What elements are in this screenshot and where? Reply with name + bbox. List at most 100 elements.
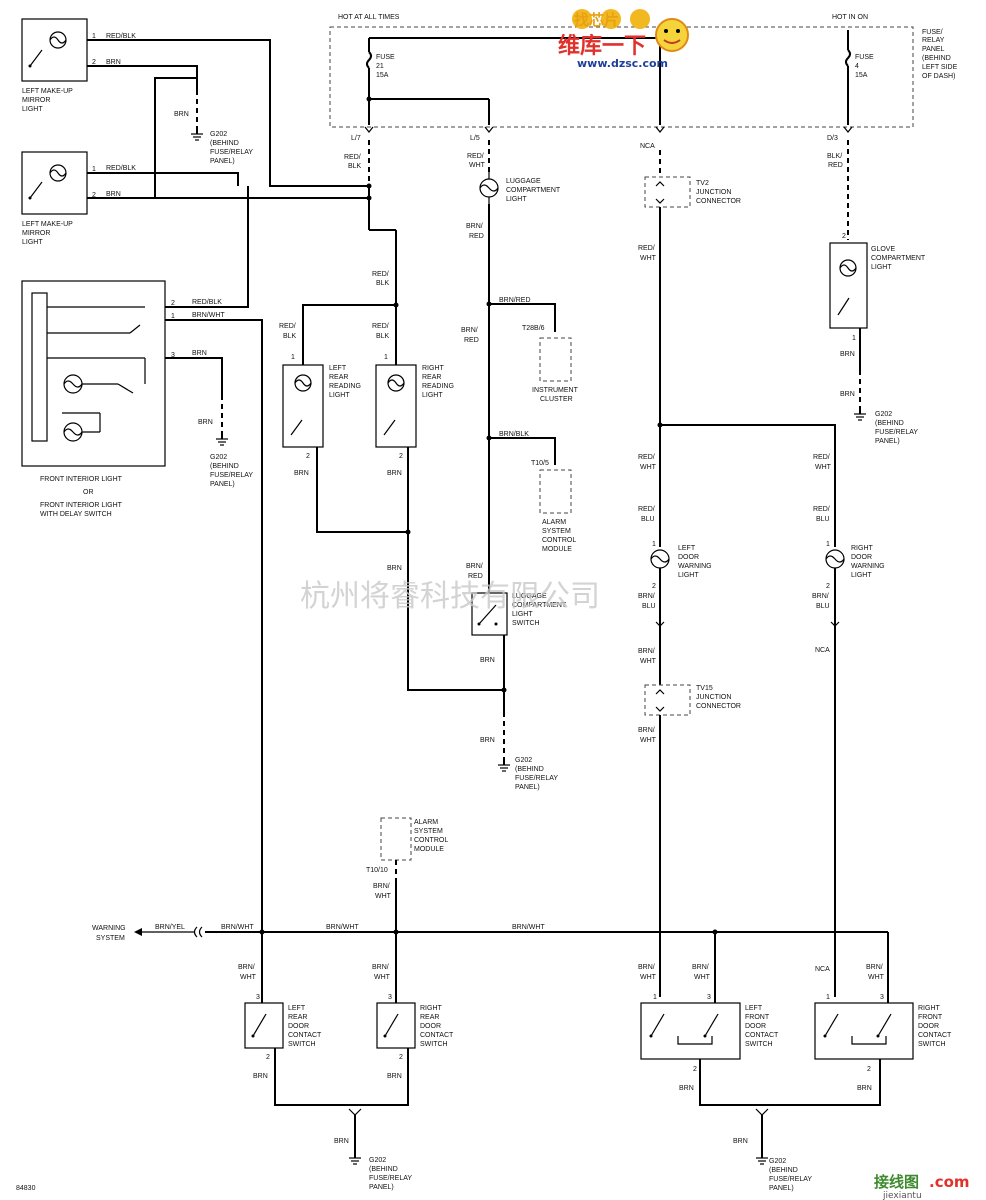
diagram-label: FUSE/RELAY (210, 472, 253, 479)
ground-g202-glove: G202 (BEHIND FUSE/RELAY PANEL) (854, 410, 918, 445)
diagram-label: LEFT (745, 1005, 763, 1012)
diagram-label: BRN (106, 59, 121, 66)
diagram-label: FUSE (855, 54, 874, 61)
diagram-label: 2 (266, 1054, 270, 1061)
right-front-door-contact-switch: 1 3 2 RIGHT FRONT DOOR CONTACT SWITCH (814, 994, 952, 1073)
diagram-label: PANEL) (515, 784, 540, 791)
diagram-label: WHT (375, 893, 392, 900)
diagram-label: REAR (422, 374, 441, 381)
diagram-label: LEFT (329, 365, 347, 372)
diagram-label: CONTACT (745, 1032, 779, 1039)
diagram-label: 1 (852, 335, 856, 342)
diagram-label: 接线图 (874, 1173, 919, 1191)
diagram-label: 2 (306, 453, 310, 460)
ground-g202-mirror: G202 (BEHIND FUSE/RELAY PANEL) (191, 128, 253, 165)
diagram-label: T10/5 (531, 460, 549, 467)
ground-g202-luggage: G202 (BEHIND FUSE/RELAY PANEL) (498, 757, 558, 791)
diagram-label: 2 (399, 453, 403, 460)
diagram-label: RED/BLK (106, 33, 136, 40)
diagram-label: FUSE/ (922, 29, 943, 36)
ground-g202-front-doors: G202 (BEHIND FUSE/RELAY PANEL) (756, 1157, 812, 1192)
diagram-label: LIGHT (422, 392, 443, 399)
diagram-label: BRN/BLK (499, 431, 529, 438)
diagram-label: FUSE/RELAY (769, 1176, 812, 1183)
diagram-label: PANEL) (369, 1184, 394, 1191)
tv15-junction-connector: TV15 JUNCTION CONNECTOR (644, 684, 741, 716)
diagram-label: WHT (815, 464, 832, 471)
diagram-label: REAR (329, 374, 348, 381)
diagram-label: 1 (92, 33, 96, 40)
diagram-label: READING (422, 383, 454, 390)
left-makeup-mirror-light-2: 1 2 LEFT MAKE-UP MIRROR LIGHT (21, 151, 96, 246)
diagram-label: FUSE/RELAY (515, 775, 558, 782)
diagram-label: LIGHT (678, 572, 699, 579)
diagram-label: (BEHIND (922, 55, 951, 62)
diagram-label: L/5 (470, 135, 480, 142)
diagram-label: INSTRUMENT (532, 387, 579, 394)
diagram-label: LIGHT (329, 392, 350, 399)
diagram-label: JUNCTION (696, 189, 731, 196)
diagram-label: FRONT INTERIOR LIGHT (40, 502, 123, 509)
diagram-label: FUSE/RELAY (369, 1175, 412, 1182)
diagram-label: SYSTEM (414, 828, 443, 835)
diagram-label: 2 (867, 1066, 871, 1073)
diagram-label: MIRROR (22, 97, 50, 104)
diagram-label: FRONT INTERIOR LIGHT (40, 476, 123, 483)
diagram-label: RED/ (279, 323, 296, 330)
diagram-label: LIGHT (512, 611, 533, 618)
diagram-label: 1 (653, 994, 657, 1001)
diagram-label: (BEHIND (369, 1166, 398, 1173)
diagram-label: (BEHIND (769, 1167, 798, 1174)
diagram-label: MODULE (414, 846, 444, 853)
diagram-label: PANEL) (210, 481, 235, 488)
diagram-label: WARNING (678, 563, 712, 570)
fuse-21: FUSE 21 15A (366, 38, 395, 125)
diagram-label: RED (828, 162, 843, 169)
diagram-label: OF DASH) (922, 73, 955, 80)
fuse-4: FUSE 4 15A (845, 49, 874, 125)
diagram-label: FUSE (376, 54, 395, 61)
diagram-label: DOOR (918, 1023, 939, 1030)
diagram-label: G202 (210, 131, 227, 138)
diagram-label: JUNCTION (696, 694, 731, 701)
diagram-label: D/3 (827, 135, 838, 142)
diagram-label: CONTACT (420, 1032, 454, 1039)
diagram-label: BRN/ (638, 727, 655, 734)
diagram-label: BRN (387, 1073, 402, 1080)
diagram-label: BRN/WHT (192, 312, 225, 319)
dzsc-logo-watermark: 找芯片 维库一下 www.dzsc.com (558, 9, 689, 70)
diagram-label: PANEL) (210, 158, 235, 165)
diagram-label: FUSE/RELAY (875, 429, 918, 436)
diagram-label: MIRROR (22, 230, 50, 237)
diagram-label: 21 (376, 63, 384, 70)
diagram-label: 15A (855, 72, 868, 79)
diagram-label: SWITCH (918, 1041, 946, 1048)
diagram-label: G202 (515, 757, 532, 764)
diagram-label: REAR (288, 1014, 307, 1021)
diagram-label: PANEL) (769, 1185, 794, 1192)
diagram-label: RED/ (813, 506, 830, 513)
diagram-label: T10/10 (366, 867, 388, 874)
diagram-label: BLK/ (827, 153, 842, 160)
left-makeup-mirror-light-1: 1 2 LEFT MAKE-UP MIRROR LIGHT (21, 18, 96, 113)
diagram-label: G202 (369, 1157, 386, 1164)
right-rear-reading-light: 1 2 RIGHT REAR READING LIGHT (375, 354, 454, 460)
diagram-label: CONNECTOR (696, 703, 741, 710)
diagram-label: 4 (855, 63, 859, 70)
diagram-label: TV15 (696, 685, 713, 692)
diagram-label: WHT (640, 737, 657, 744)
diagram-label: REAR (420, 1014, 439, 1021)
diagram-label: SWITCH (288, 1041, 316, 1048)
diagram-label: 1 (171, 313, 175, 320)
diagram-label: DOOR (420, 1023, 441, 1030)
diagram-label: 3 (256, 994, 260, 1001)
diagram-label: PANEL) (875, 438, 900, 445)
diagram-label: BRN (334, 1138, 349, 1145)
diagram-label: G202 (875, 411, 892, 418)
diagram-label: 2 (171, 300, 175, 307)
diagram-label: RIGHT (420, 1005, 443, 1012)
diagram-label: jiexiantu (882, 1191, 922, 1200)
diagram-label: LIGHT (506, 196, 527, 203)
diagram-label: BRN (253, 1073, 268, 1080)
right-rear-door-contact-switch: 3 2 RIGHT REAR DOOR CONTACT SWITCH (376, 994, 454, 1061)
